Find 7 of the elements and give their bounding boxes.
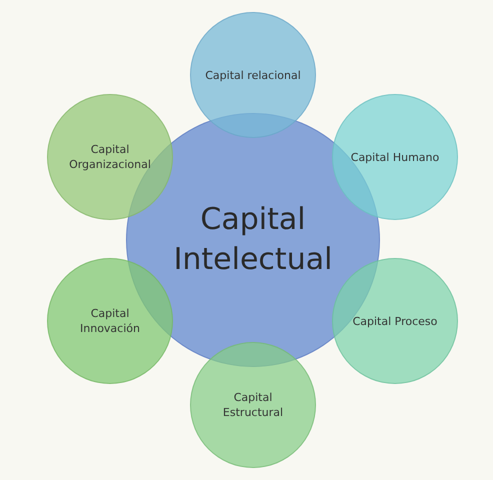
circle-label: Capital Estructural — [222, 390, 284, 420]
circle-label: Capital Innovación — [79, 306, 141, 336]
circle-label: Capital Proceso — [352, 314, 438, 328]
circle-label: Capital Intelectual — [172, 201, 334, 279]
circle-label: Capital relacional — [205, 68, 301, 82]
circle-label: Capital Humano — [350, 150, 440, 164]
circle-label: Capital Organizacional — [68, 142, 152, 172]
